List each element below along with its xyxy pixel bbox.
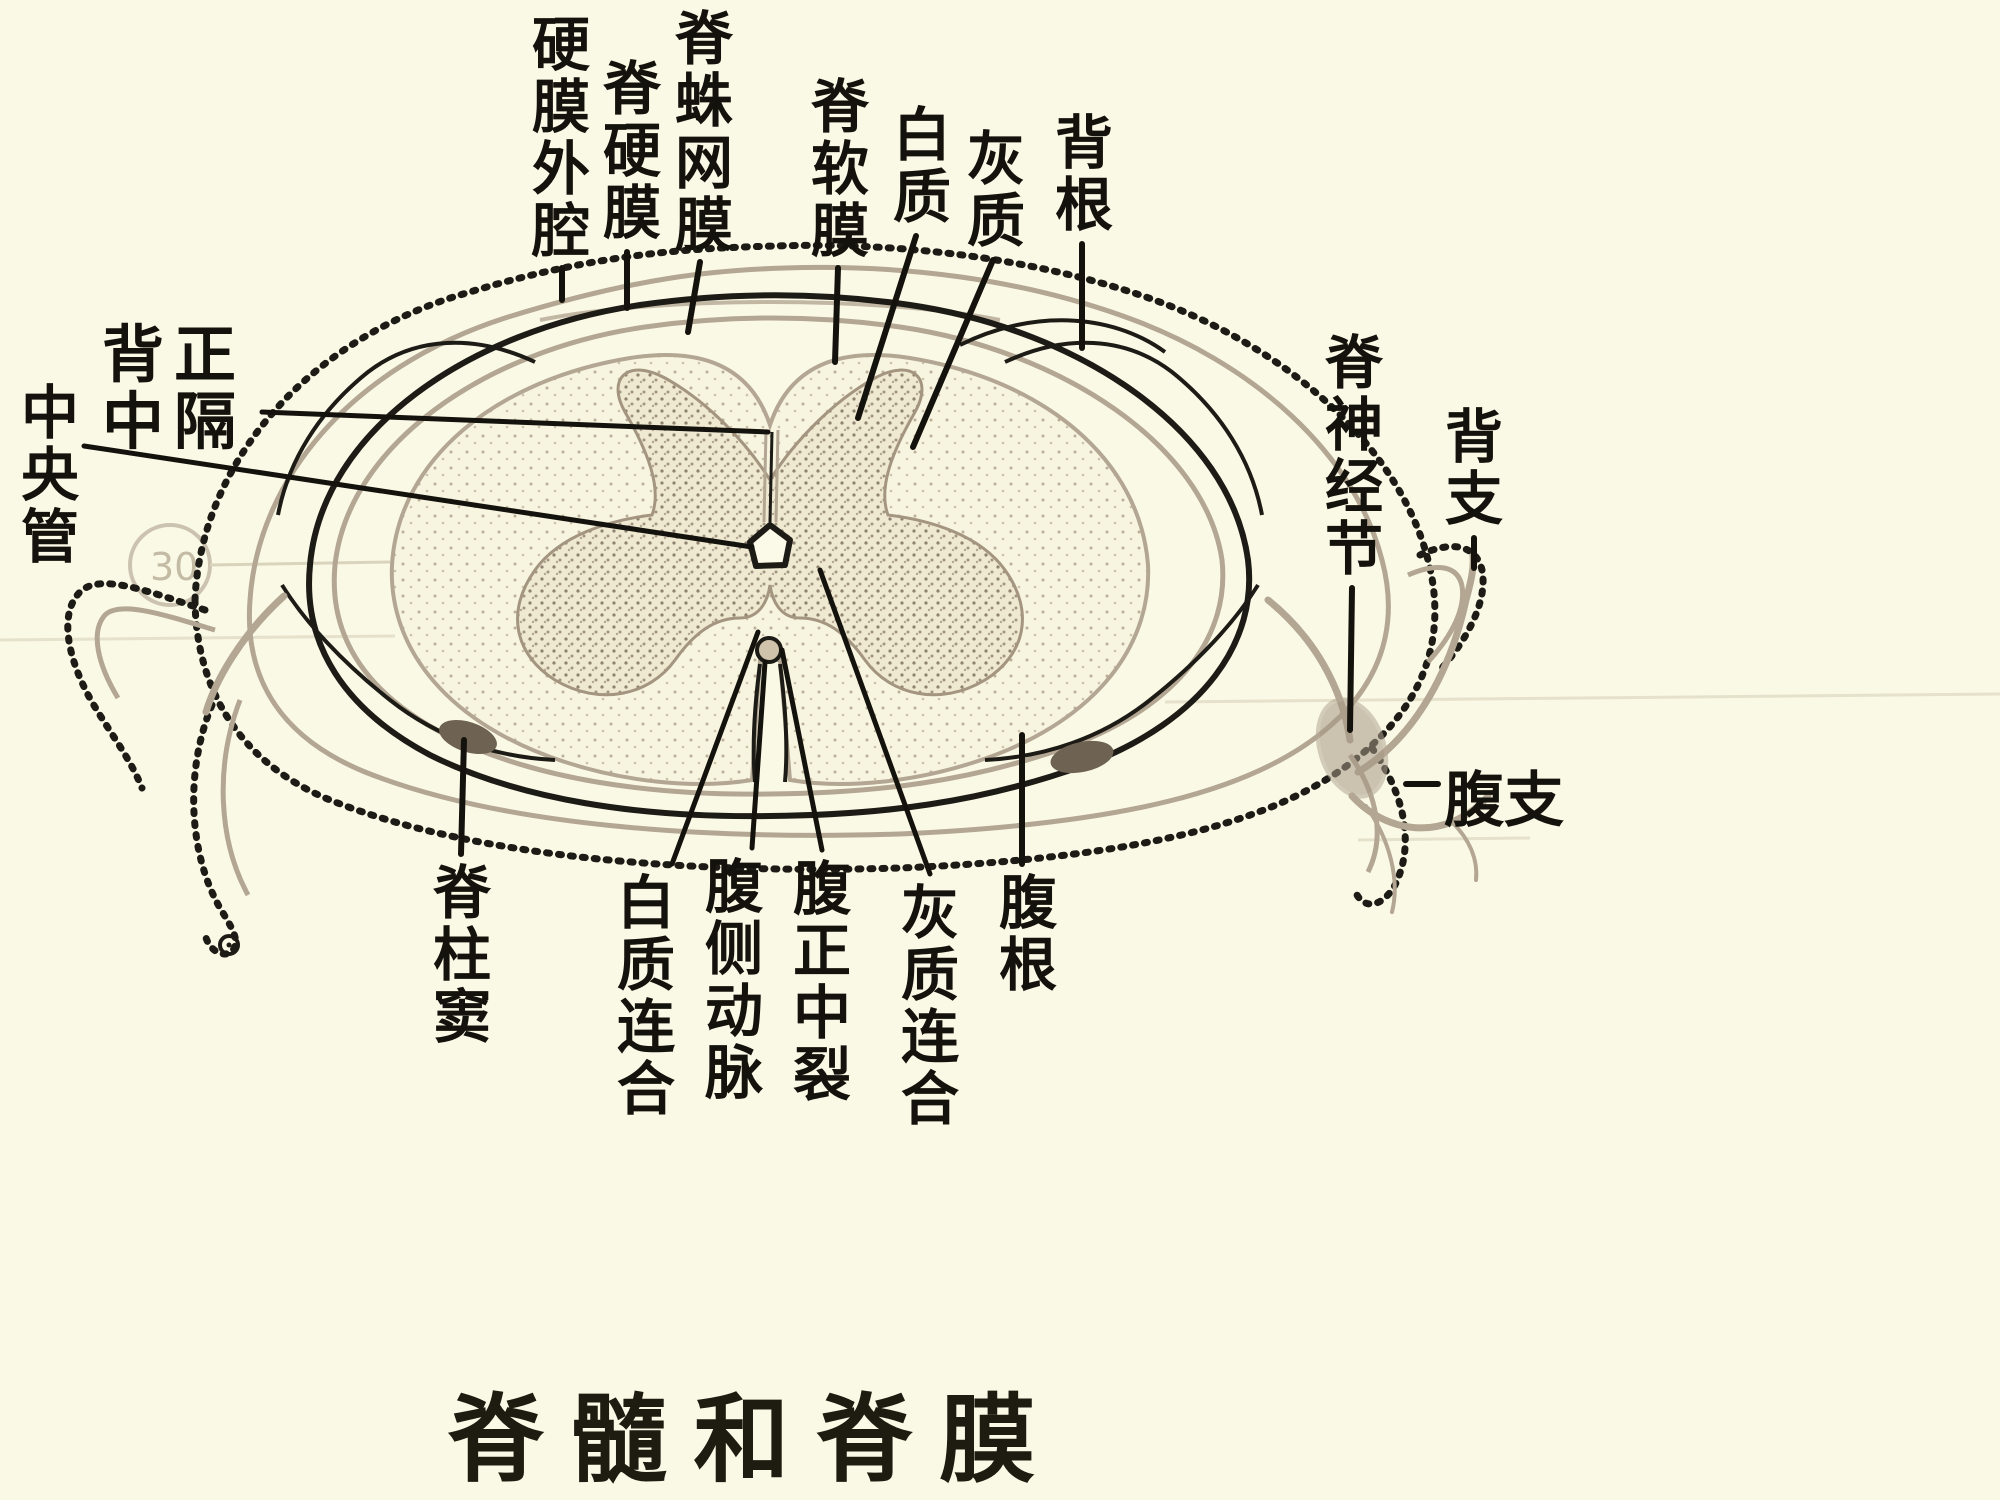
spinal-nerve-left: [202, 592, 288, 716]
label-vertebral-sinus: 脊柱窦: [423, 862, 491, 1048]
label-gray-commissure: 灰质连合: [891, 882, 959, 1130]
leader-gray-matter: [910, 257, 996, 450]
dura-mater-outline: [306, 292, 1253, 820]
leader-ventral-median-fissure: [779, 647, 825, 853]
left-process-bulb: [218, 934, 240, 956]
label-dorsal-root: 背根: [1045, 112, 1113, 236]
label-ventral-root: 腹根: [989, 872, 1057, 996]
central-canal-shape: [747, 522, 793, 569]
leader-gray-commissure: [817, 567, 933, 877]
label-spinal-arachnoid: 脊蛛网膜: [665, 8, 733, 256]
label-dorsal-ramus: 背支: [1435, 406, 1503, 530]
label-ventral-artery: 腹侧动脉: [695, 856, 763, 1104]
vessel-blobs: [439, 719, 1114, 774]
label-spinal-dura: 脊硬膜: [593, 58, 661, 244]
scan-artifact: 30: [128, 523, 391, 607]
leader-ventral-artery: [749, 659, 768, 851]
label-white-commissure: 白质连合: [607, 872, 675, 1120]
label-epidural-space: 硬膜外腔: [522, 14, 590, 262]
label-spinal-ganglion: 脊神经节: [1315, 332, 1383, 580]
ventral-artery-shape: [755, 636, 783, 664]
leader-white-commissure: [669, 629, 761, 867]
label-dorsal-median-septum: 背正中隔: [102, 318, 247, 458]
leader-lines: [81, 233, 1477, 877]
arachnoid-outline: [331, 315, 1226, 797]
scan-artifact-number: 30: [150, 545, 198, 589]
leader-spinal-ganglion: [1347, 585, 1355, 733]
leader-vertebral-sinus: [458, 737, 467, 857]
vertebral-canal-outline: [64, 241, 1487, 958]
leader-dorsal-median-septum: [259, 409, 771, 435]
leader-central-canal: [81, 443, 755, 550]
label-central-canal: 中央管: [11, 382, 79, 568]
label-ventral-median-fissure: 腹正中裂: [783, 858, 851, 1106]
dorsal-median-septum-line: [762, 429, 780, 523]
spinal-ganglion-shape: [1315, 697, 1389, 799]
label-spinal-pia: 脊软膜: [801, 76, 869, 262]
figure-title: 脊髓和脊膜: [447, 1383, 1063, 1496]
leader-white-matter: [855, 233, 919, 421]
label-white-matter: 白质: [883, 104, 951, 228]
label-ventral-ramus: 腹支: [1444, 766, 1564, 836]
leader-spinal-pia: [832, 265, 841, 365]
ventral-median-fissure-shape: [751, 663, 789, 783]
label-gray-matter: 灰质: [957, 128, 1025, 252]
leader-spinal-arachnoid: [685, 259, 703, 335]
nerve-rootlets: [276, 318, 1264, 762]
